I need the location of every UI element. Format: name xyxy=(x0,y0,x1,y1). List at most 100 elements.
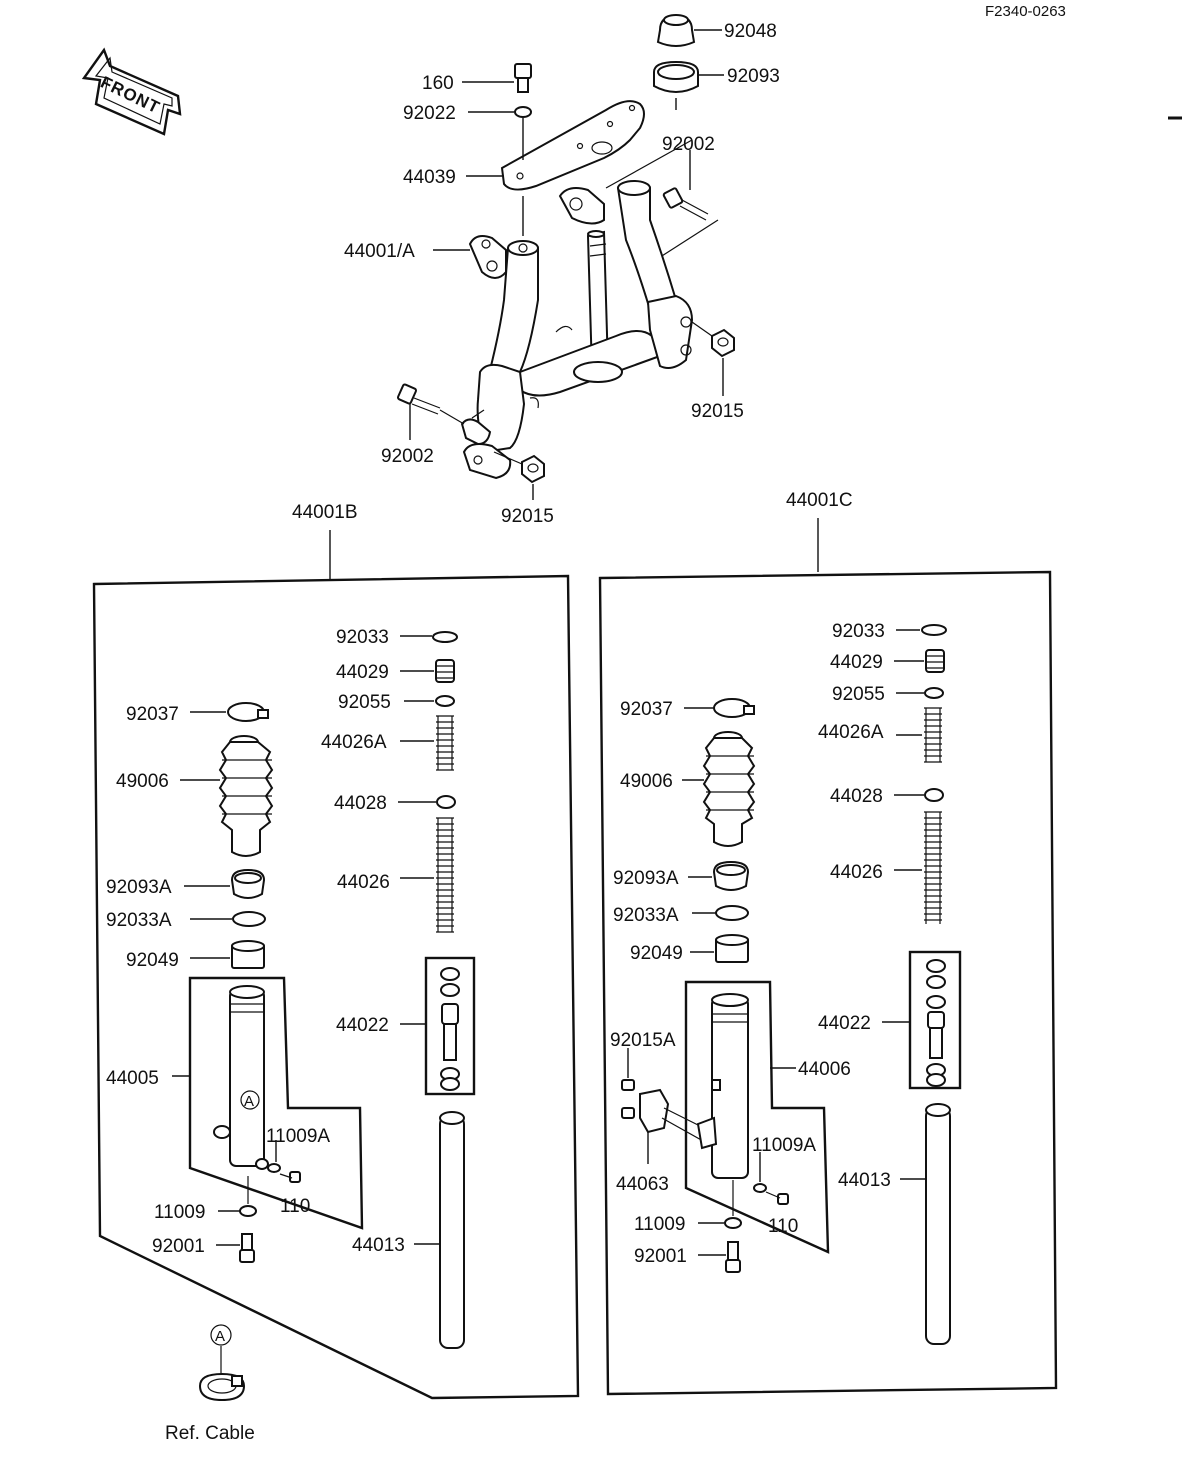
part-92002-upper-bolt xyxy=(662,187,709,221)
part-44026A-spring-r xyxy=(924,707,942,763)
group-44006-box xyxy=(684,980,830,1254)
label-44028: 44028 xyxy=(334,793,387,814)
part-44006-outer-tube xyxy=(711,993,749,1179)
fork-panel-44001C: 44001C 92033 44029 92055 44026A 44028 44… xyxy=(598,490,1058,1396)
part-110-bolt-r xyxy=(765,1191,789,1205)
label-92055: 92055 xyxy=(338,692,391,713)
label-92001-r: 92001 xyxy=(634,1246,687,1267)
front-arrow: FRONT xyxy=(81,47,182,136)
part-44026A-spring xyxy=(436,715,454,771)
label-92055-r: 92055 xyxy=(832,684,885,705)
part-92015-right-nut xyxy=(711,328,735,358)
label-44029: 44029 xyxy=(336,662,389,683)
part-92001-drain-bolt xyxy=(239,1233,255,1263)
label-11009-r: 11009 xyxy=(634,1214,685,1235)
part-92033A-circlip xyxy=(232,911,266,927)
part-11009A-washer-r xyxy=(753,1183,767,1193)
part-92015-lower-nut xyxy=(521,454,545,484)
label-49006-r: 49006 xyxy=(620,771,673,792)
label-92037-r: 92037 xyxy=(620,699,673,720)
label-11009A: 11009A xyxy=(266,1126,330,1147)
part-92093A-seal xyxy=(230,868,266,899)
label-92002-lower: 92002 xyxy=(381,446,434,467)
label-44039: 44039 xyxy=(403,167,456,188)
part-44028-collar xyxy=(436,795,456,809)
label-110: 110 xyxy=(280,1196,310,1217)
label-92048: 92048 xyxy=(724,21,777,42)
part-92048-cap xyxy=(656,14,696,47)
part-44005-outer-tube: A xyxy=(213,985,269,1170)
part-92055-oring xyxy=(435,695,455,707)
label-44001A: 44001/A xyxy=(344,241,415,262)
part-92033-circlip xyxy=(432,631,458,643)
part-92049-bush xyxy=(231,940,265,969)
part-92001-drain-bolt-r xyxy=(725,1241,741,1273)
label-92015-lower: 92015 xyxy=(501,506,554,527)
label-92033A-r: 92033A xyxy=(613,905,679,926)
part-92093A-seal-r xyxy=(712,860,750,891)
label-92033A: 92033A xyxy=(106,910,172,931)
part-160-bolt xyxy=(514,63,532,93)
panel-title-44001B: 44001B xyxy=(292,502,358,523)
label-44005: 44005 xyxy=(106,1068,159,1089)
label-44026: 44026 xyxy=(337,872,390,893)
part-44001-frame xyxy=(460,180,694,480)
part-44013-inner-tube-r xyxy=(925,1103,951,1345)
part-92015A-nut xyxy=(621,1079,635,1119)
label-11009: 11009 xyxy=(154,1202,205,1223)
cable-ref-marker: A xyxy=(215,1328,225,1345)
label-44022: 44022 xyxy=(336,1015,389,1036)
label-92049-r: 92049 xyxy=(630,943,683,964)
part-11009-washer-r xyxy=(724,1217,742,1229)
panel-title-44001C: 44001C xyxy=(786,490,853,511)
label-44022-r: 44022 xyxy=(818,1013,871,1034)
label-44026A: 44026A xyxy=(321,732,387,753)
label-49006: 49006 xyxy=(116,771,169,792)
part-92002-lower-bolt xyxy=(396,383,441,415)
part-49006-fork-boot xyxy=(218,735,274,857)
label-92037: 92037 xyxy=(126,704,179,725)
part-44022-damper-box xyxy=(424,956,476,1096)
label-44026A-r: 44026A xyxy=(818,722,884,743)
part-44026-spring xyxy=(436,817,454,933)
part-11009A-washer xyxy=(267,1163,281,1173)
cable-ref-label: Ref. Cable xyxy=(165,1423,255,1444)
label-44063: 44063 xyxy=(616,1174,669,1195)
label-92093A: 92093A xyxy=(106,877,172,898)
group-44005-box xyxy=(188,976,364,1230)
part-49006-fork-boot-r xyxy=(702,731,756,847)
part-92037-clamp-r xyxy=(713,698,755,718)
label-92093A-r: 92093A xyxy=(613,868,679,889)
marker-a-left: A xyxy=(244,1093,254,1110)
part-110-bolt xyxy=(279,1171,301,1183)
label-44029-r: 44029 xyxy=(830,652,883,673)
label-92093: 92093 xyxy=(727,66,780,87)
part-44013-inner-tube xyxy=(439,1111,465,1349)
part-92033A-circlip-r xyxy=(715,905,749,921)
label-92015A: 92015A xyxy=(610,1030,676,1051)
part-44028-collar-r xyxy=(924,788,944,802)
label-92033: 92033 xyxy=(336,627,389,648)
part-44039-top-bracket xyxy=(500,100,645,191)
label-92049: 92049 xyxy=(126,950,179,971)
part-92055-oring-r xyxy=(924,687,944,699)
label-160: 160 xyxy=(422,73,454,94)
fork-panel-44001B: 44001B 92033 44029 92055 44026A 44028 44… xyxy=(92,502,580,1400)
label-110-r: 110 xyxy=(768,1216,798,1237)
part-92093-seal xyxy=(653,60,699,93)
part-44029-adjuster-r xyxy=(925,649,945,673)
label-44026-r: 44026 xyxy=(830,862,883,883)
part-11009-washer xyxy=(239,1205,257,1217)
part-92037-clamp xyxy=(227,702,269,722)
part-44022-damper-box-r xyxy=(908,950,962,1090)
part-44029-adjuster xyxy=(435,659,455,683)
part-92049-bush-r xyxy=(715,934,749,963)
label-44013-r: 44013 xyxy=(838,1170,891,1191)
label-44028-r: 44028 xyxy=(830,786,883,807)
label-92022: 92022 xyxy=(403,103,456,124)
part-92033-circlip-r xyxy=(921,624,947,636)
diagram-code: F2340-0263 xyxy=(985,3,1066,20)
steering-stem-assembly: 92048 92093 160 92022 44039 xyxy=(344,14,780,527)
label-92033-r: 92033 xyxy=(832,621,885,642)
label-92001: 92001 xyxy=(152,1236,205,1257)
